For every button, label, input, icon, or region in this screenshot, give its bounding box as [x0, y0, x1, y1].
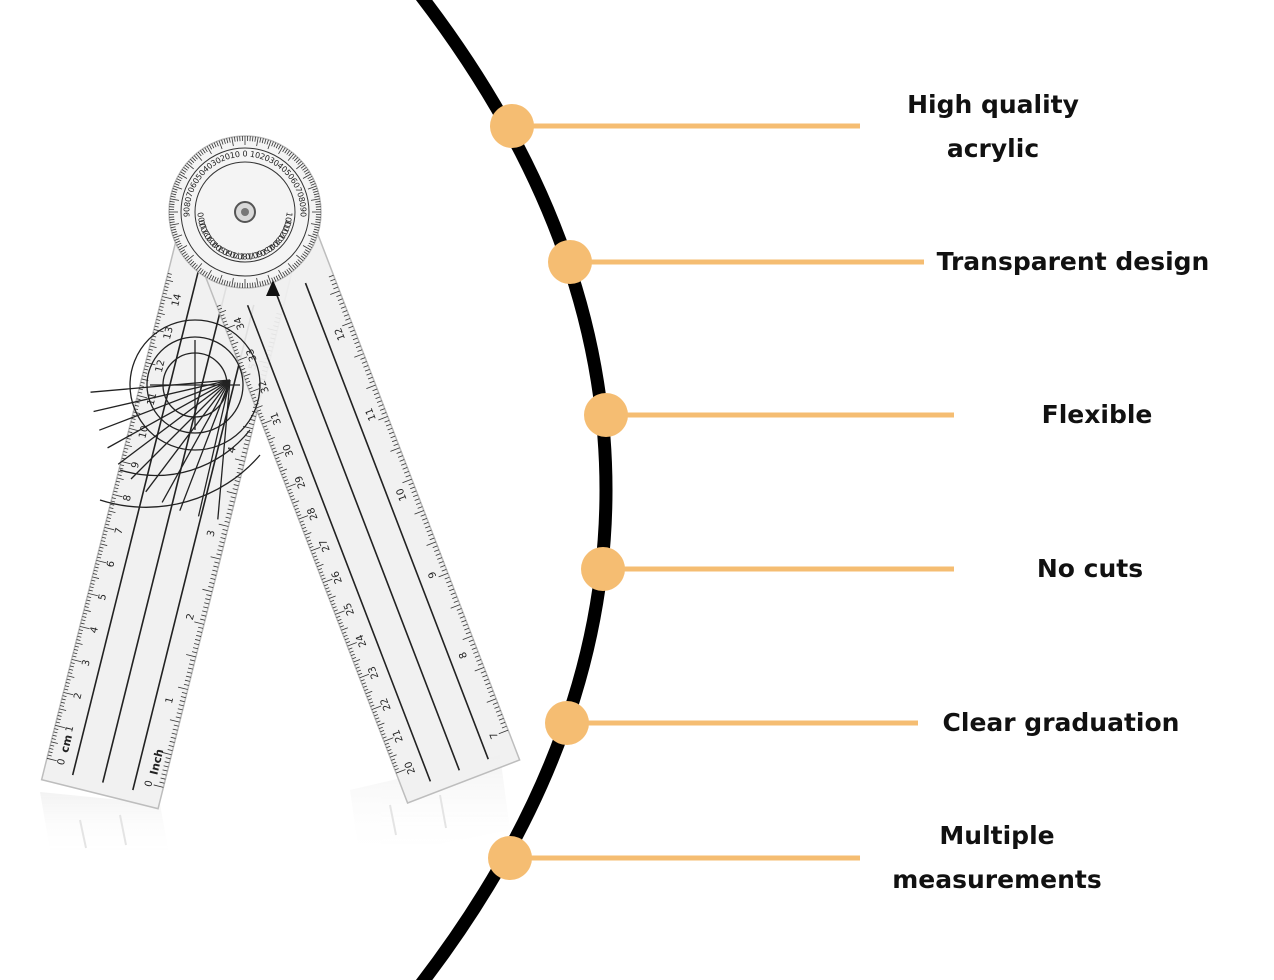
cm-tick-label: 12: [154, 359, 168, 374]
dial-degree-label: 10: [229, 150, 241, 161]
connector-dot: [488, 836, 532, 880]
cm-tick-label: 1: [64, 725, 76, 734]
cm-tick-label: 11: [146, 392, 160, 407]
cm-tick-label: 29: [294, 474, 309, 490]
dial-degree-label: 30: [267, 155, 280, 168]
feature-label-line: Transparent design: [936, 247, 1210, 276]
cm-tick-label: 26: [330, 569, 345, 585]
feature-label: Clear graduation: [901, 701, 1221, 745]
cm-tick-label: 13: [162, 326, 176, 341]
inch-tick-label: 0: [143, 779, 155, 788]
pointer-arrow-icon: [266, 280, 280, 296]
dial-degree-label: 80: [183, 196, 194, 208]
cm-tick-label: 30: [281, 442, 296, 458]
cm-tick-label: 22: [379, 696, 394, 712]
cm-tick-label: 28: [306, 506, 321, 522]
inch-tick-label: 11: [364, 406, 379, 422]
cm-tick-label: 24: [354, 633, 369, 649]
feature-label-line: Clear graduation: [942, 708, 1180, 737]
feature-label-line: High quality: [907, 90, 1079, 119]
inch-tick-label: 9: [427, 570, 440, 580]
connector-dot: [490, 104, 534, 148]
cm-tick-label: 31: [269, 410, 284, 426]
feature-label: Multiple measurements: [837, 814, 1157, 902]
feature-label-line: Multiple: [939, 821, 1055, 850]
inch-unit-label: Inch: [147, 748, 166, 777]
feature-label: Transparent design: [913, 240, 1233, 284]
feature-label-line: Flexible: [1041, 400, 1153, 429]
cm-tick-label: 23: [367, 664, 382, 680]
connector-dot: [545, 701, 589, 745]
feature-label: No cuts: [930, 547, 1250, 591]
dial-degree-label: 80: [297, 196, 308, 208]
dial-degree-label: 0: [242, 150, 247, 159]
goniometer-reflection: [40, 755, 510, 860]
feature-connectors: [488, 104, 954, 880]
dial-degree-label: 60: [289, 176, 302, 189]
dial-degree-label: 70: [293, 186, 305, 199]
dial-degree-label: 20: [219, 152, 232, 164]
inch-tick-label: 3: [206, 529, 218, 538]
arc-divider: [415, 0, 613, 980]
cm-tick-label: 14: [170, 293, 184, 308]
inch-tick-label: 1: [164, 696, 176, 705]
cm-tick-label: 2: [72, 692, 84, 701]
dial-degree-label: 70: [185, 186, 197, 199]
inch-tick-label: 7: [488, 730, 501, 740]
cm-tick-label: 0: [56, 758, 68, 767]
feature-label: High quality acrylic: [833, 83, 1153, 171]
dial-degree-label: 20: [258, 152, 271, 164]
dial-degree-label: 10: [249, 150, 261, 161]
cm-tick-label: 8: [122, 494, 134, 503]
inch-tick-label: 4: [226, 446, 238, 455]
cm-tick-label: 10: [137, 425, 151, 440]
cm-tick-label: 27: [318, 537, 333, 553]
cm-unit-label: cm: [58, 733, 75, 754]
feature-label: Flexible: [937, 393, 1257, 437]
connector-dot: [584, 393, 628, 437]
cm-tick-label: 6: [105, 560, 117, 569]
inch-tick-label: 12: [333, 326, 348, 342]
dial-degree-label: 30: [209, 155, 222, 168]
dial-degree-label: 60: [188, 176, 201, 189]
feature-label-line: No cuts: [1036, 554, 1144, 583]
protractor-pattern: [90, 319, 261, 520]
inch-tick-label: 10: [395, 487, 410, 503]
cm-tick-label: 21: [391, 728, 406, 744]
goniometer: 01234567891011121314012345 cm Inch 20212…: [40, 135, 521, 810]
cm-tick-label: 9: [130, 461, 142, 470]
inch-tick-label: 8: [458, 650, 471, 660]
inch-tick-label: 2: [185, 613, 197, 622]
cm-tick-label: 20: [403, 760, 418, 776]
cm-tick-label: 4: [89, 626, 101, 635]
cm-tick-label: 7: [113, 527, 125, 536]
connector-dot: [548, 240, 592, 284]
feature-label-line: measurements: [892, 865, 1102, 894]
dial-degree-label: 90: [298, 207, 307, 217]
dial-degree-label: 170: [244, 249, 261, 261]
cm-tick-label: 34: [233, 315, 248, 331]
cm-tick-label: 3: [81, 659, 93, 668]
dial-degree-label: 170: [229, 249, 246, 261]
cm-tick-label: 5: [97, 593, 109, 602]
dial-degree-label: 100: [196, 211, 208, 228]
dial-degree-label: 100: [282, 211, 294, 228]
cm-tick-label: 25: [342, 601, 357, 617]
dial-degree-label: 90: [183, 207, 192, 217]
connector-dot: [581, 547, 625, 591]
dial-degree-label: 180: [237, 251, 252, 260]
feature-label-line: acrylic: [946, 134, 1040, 163]
cm-tick-label: 32: [257, 379, 272, 395]
